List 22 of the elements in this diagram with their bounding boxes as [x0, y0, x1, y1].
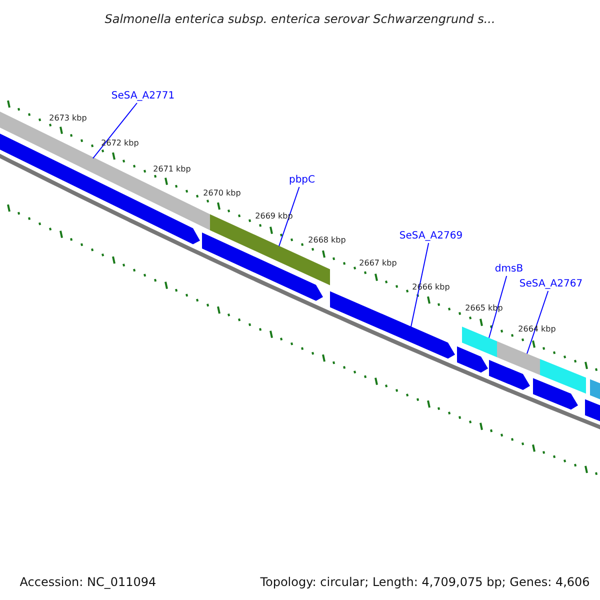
scale-label: 2667 kbp: [359, 258, 397, 268]
leader-line: [410, 242, 430, 328]
gene-label: SeSA_A2767: [519, 278, 583, 290]
title: Salmonella enterica subsp. enterica serovar Schwarzengrund s...: [104, 12, 496, 26]
scale-label: 2668 kbp: [308, 236, 346, 244]
gene-bar: [462, 326, 497, 358]
footer-text: Accession: NC_011094: [20, 575, 156, 589]
gene-label: pbpC: [288, 174, 316, 186]
footer-text: Topology: circular; Length: 4,709,075 bp; Genes: 4,606: [260, 575, 590, 589]
gene-bar: [210, 214, 330, 286]
gene-segment: [330, 291, 455, 359]
gene-label: SeSA_A2771: [111, 90, 175, 102]
scale-label: 2673 kbp: [49, 114, 87, 122]
leader-line: [278, 186, 300, 247]
leader-line: [488, 276, 508, 338]
gene-bar: [497, 341, 540, 375]
scale-label: 2671 kbp: [153, 164, 191, 174]
gene-label: SeSA_A2769: [399, 230, 463, 242]
leader-line: [526, 290, 549, 354]
leader-line: [92, 102, 138, 159]
gene-label: dmsB: [494, 264, 524, 274]
scale-label: 2670 kbp: [203, 188, 241, 198]
